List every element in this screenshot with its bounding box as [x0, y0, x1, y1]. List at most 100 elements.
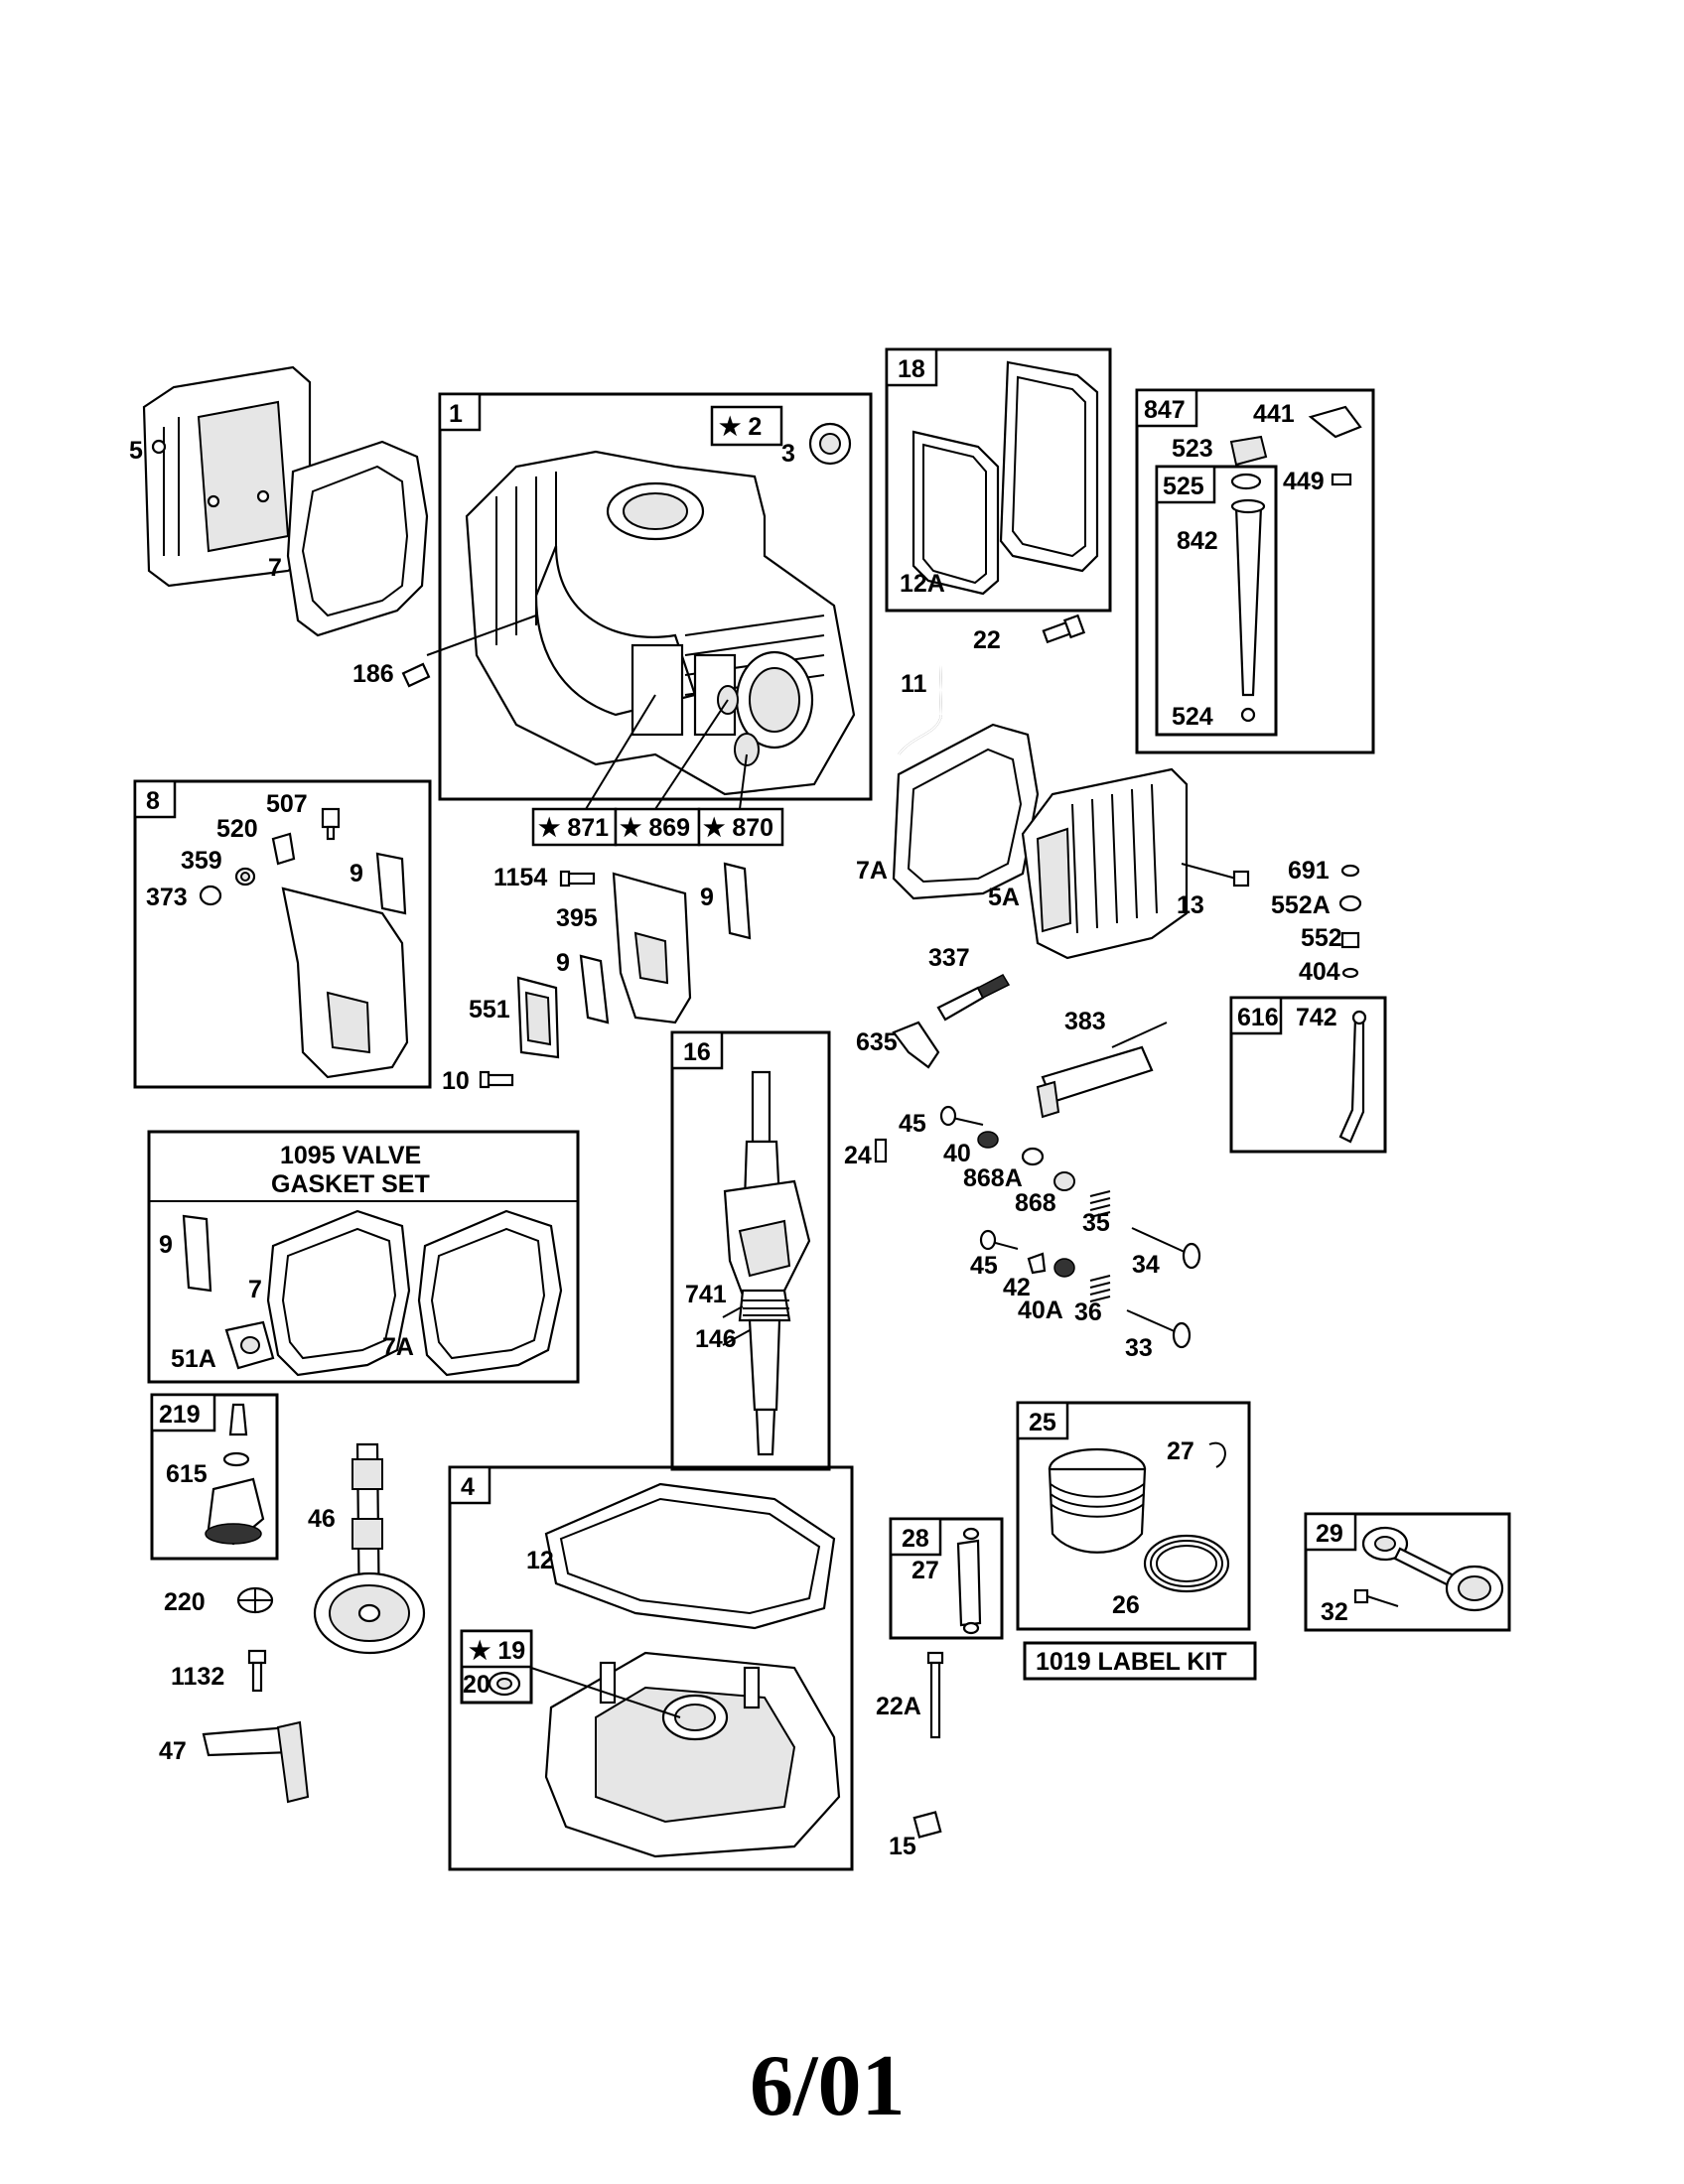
box-28-tab	[889, 1517, 942, 1557]
box-8-number: 8	[146, 787, 160, 815]
group-8-blower-housing: 8 507 520 359 373 9	[133, 779, 432, 1089]
box-1019-label: 1019 LABEL KIT	[1036, 1648, 1227, 1676]
label-15: 15	[889, 1833, 916, 1860]
box-18-tab	[885, 347, 938, 387]
dipstick-tube-shape	[1230, 473, 1266, 723]
label-45a: 45	[899, 1110, 926, 1138]
keeper-42-shape	[1027, 1252, 1047, 1275]
group-18-gaskets: 18 12A	[885, 347, 1112, 613]
washer-404-shape	[1341, 967, 1359, 979]
box-525-frame	[1155, 465, 1278, 737]
lever-47-shape	[202, 1720, 310, 1804]
label-42: 42	[1003, 1274, 1031, 1301]
washer-359-shape	[234, 867, 256, 887]
label-7A: 7A	[856, 857, 888, 885]
label-615: 615	[166, 1460, 208, 1488]
gasket-9-shape-d	[182, 1214, 212, 1293]
plug-15-shape	[912, 1811, 942, 1839]
nut-552A-shape	[1338, 894, 1362, 912]
tappet-45-shape-a	[939, 1105, 984, 1127]
label-22A: 22A	[876, 1693, 921, 1720]
box-29-number: 29	[1316, 1520, 1343, 1548]
label-7: 7	[268, 554, 282, 582]
label-3: 3	[781, 440, 795, 468]
label-22: 22	[973, 626, 1001, 654]
label-868: 868	[1015, 1189, 1056, 1217]
label-40: 40	[943, 1140, 971, 1167]
plug-boot-635-shape	[892, 1021, 940, 1069]
bolt-186-shape	[401, 662, 431, 688]
box-1095-title-line1: 1095 VALVE	[280, 1142, 421, 1169]
bolt-1132-shape	[247, 1649, 267, 1693]
footer-date-code: 6/01	[750, 2038, 905, 2134]
gasket-7A-shape	[892, 723, 1040, 900]
washer-868A-shape	[1021, 1147, 1045, 1166]
label-552: 552	[1301, 924, 1342, 952]
bolt-22-shape	[1042, 614, 1086, 644]
box-19-number: ★ 19	[469, 1637, 525, 1665]
label-146: 146	[695, 1325, 737, 1353]
label-551: 551	[469, 996, 510, 1024]
seal-3-shape	[808, 422, 852, 466]
part-5-breather-cover	[142, 365, 312, 588]
plate-395-shape	[612, 872, 692, 1024]
box-16-number: 16	[683, 1038, 711, 1066]
group-847-dipstick: 847 525 523 842 524 441 449	[1135, 388, 1375, 754]
screw-1154-shape	[559, 870, 596, 887]
nut-691-shape	[1340, 864, 1360, 878]
box-1095-title-line2: GASKET SET	[271, 1170, 430, 1198]
piston-shape	[1048, 1447, 1147, 1554]
label-842: 842	[1177, 527, 1218, 555]
box-29-tab	[1304, 1512, 1357, 1552]
group-25-piston: 25 26 27	[1016, 1401, 1251, 1631]
rings-26-shape	[1143, 1534, 1230, 1593]
label-7b: 7	[248, 1276, 262, 1303]
label-9c: 9	[556, 949, 570, 977]
group-28-piston-pin: 28 27	[889, 1517, 1004, 1640]
clip-441-shape	[1308, 405, 1362, 439]
label-40A: 40A	[1018, 1297, 1063, 1324]
label-27a: 27	[912, 1557, 939, 1584]
label-524: 524	[1172, 703, 1213, 731]
box-28-number: 28	[902, 1525, 929, 1553]
label-5A: 5A	[988, 884, 1020, 911]
label-7Ab: 7A	[382, 1333, 414, 1361]
label-5: 5	[129, 437, 143, 465]
label-33: 33	[1125, 1334, 1153, 1362]
gasket-7-shape-b	[266, 1209, 411, 1377]
clip-27-shape	[1208, 1441, 1226, 1468]
label-449: 449	[1283, 468, 1325, 495]
part-7-gasket	[286, 440, 429, 637]
valve-34-shape	[1131, 1227, 1201, 1270]
label-27b: 27	[1167, 1437, 1194, 1465]
tube-11-shape	[898, 664, 943, 764]
box-847-tab	[1135, 388, 1198, 428]
box-4-number: 4	[461, 1473, 475, 1501]
rotator-40-shape	[977, 1131, 999, 1149]
box-869-tab	[614, 807, 701, 847]
gasket-7A-shape-b	[417, 1209, 563, 1377]
box-2-number: ★ 2	[719, 413, 762, 441]
label-441: 441	[1253, 400, 1295, 428]
spring-35-shape	[1089, 1190, 1111, 1218]
label-691: 691	[1288, 857, 1330, 885]
label-1154: 1154	[493, 864, 547, 891]
box-847-frame	[1135, 388, 1375, 754]
label-20: 20	[463, 1671, 491, 1699]
tappet-45-shape-b	[979, 1229, 1019, 1251]
gasket-51A-shape	[224, 1320, 275, 1370]
label-186: 186	[352, 660, 394, 688]
label-868A: 868A	[963, 1164, 1023, 1192]
label-359: 359	[181, 847, 222, 875]
box-25-number: 25	[1029, 1409, 1056, 1436]
label-51A: 51A	[171, 1345, 216, 1373]
nut-552-shape	[1340, 931, 1360, 949]
group-4-sump: 4 12 ★ 19 20	[448, 1465, 854, 1871]
label-9d: 9	[159, 1231, 173, 1259]
label-35: 35	[1082, 1209, 1110, 1237]
label-635: 635	[856, 1028, 898, 1056]
box-8-frame	[133, 779, 432, 1089]
group-219-governor-gear: 219 615	[150, 1393, 279, 1561]
gasket-9-shape-b	[723, 862, 752, 940]
